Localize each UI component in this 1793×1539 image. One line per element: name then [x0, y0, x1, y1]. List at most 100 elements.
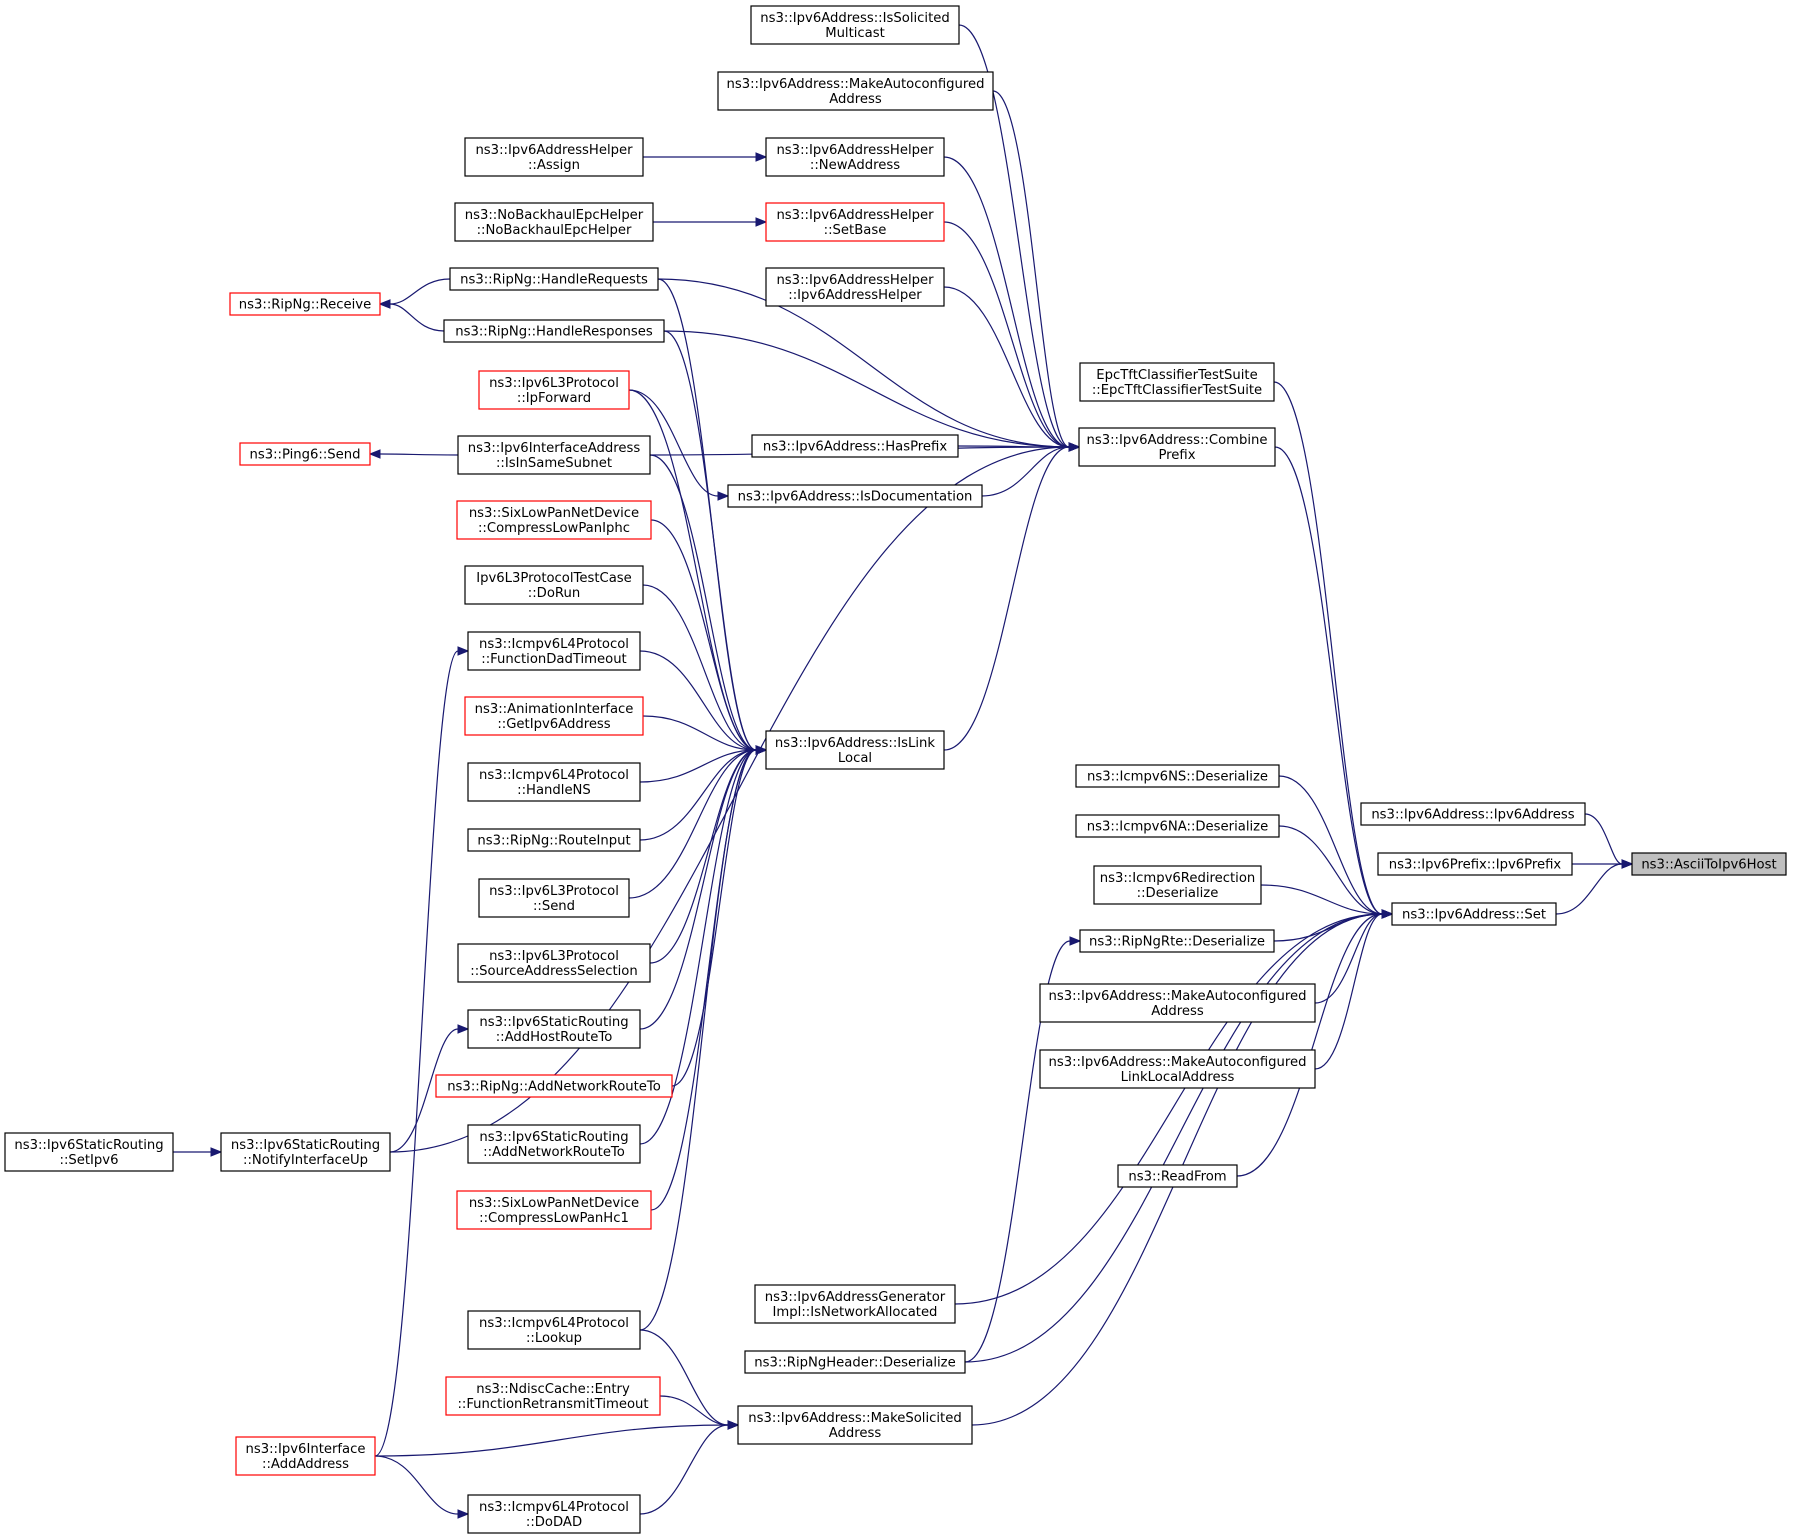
edge-line — [639, 749, 757, 1145]
edge-handleResp-isLinkLocal — [663, 330, 768, 755]
node-label: ns3::Ipv6AddressHelper — [776, 208, 934, 223]
node-setIpv6[interactable]: ns3::Ipv6StaticRouting::SetIpv6 — [4, 1132, 174, 1172]
node-box — [478, 370, 630, 410]
edge-ifaceAddAddr-dadTimeout — [374, 646, 470, 1457]
edge-line — [943, 446, 1070, 751]
node-label: ::FunctionRetransmitTimeout — [457, 1397, 648, 1412]
edge-line — [1314, 913, 1383, 1070]
node-box — [1039, 1049, 1316, 1089]
edge-arrowhead — [1069, 936, 1082, 946]
node-compressHc1[interactable]: ns3::SixLowPanNetDevice::CompressLowPanH… — [456, 1190, 652, 1230]
edge-lookup-isLinkLocal — [639, 745, 768, 1331]
node-lookup[interactable]: ns3::Icmpv6L4Protocol::Lookup — [467, 1310, 641, 1350]
edge-addHostRoute-isLinkLocal — [639, 745, 768, 1030]
node-handleNS[interactable]: ns3::Icmpv6L4Protocol::HandleNS — [467, 762, 641, 802]
node-box — [744, 1350, 966, 1374]
node-box — [1391, 902, 1557, 926]
edge-line — [1274, 446, 1383, 915]
node-ipForward[interactable]: ns3::Ipv6L3Protocol::IpForward — [478, 370, 630, 410]
edge-doDAD-makeSolicited — [639, 1420, 740, 1515]
node-ripHdrDeser[interactable]: ns3::RipNgHeader::Deserialize — [744, 1350, 966, 1374]
node-helperCtor[interactable]: ns3::Ipv6AddressHelper::Ipv6AddressHelpe… — [765, 267, 945, 307]
node-set[interactable]: ns3::Ipv6Address::Set — [1391, 902, 1557, 926]
node-makeAuto1[interactable]: ns3::Ipv6Address::MakeAutoconfiguredAddr… — [717, 71, 994, 111]
node-isSameSubnet[interactable]: ns3::Ipv6InterfaceAddress::IsInSameSubne… — [457, 435, 651, 475]
node-redirDeser[interactable]: ns3::Icmpv6Redirection::Deserialize — [1093, 865, 1262, 905]
node-prefixCtor[interactable]: ns3::Ipv6Prefix::Ipv6Prefix — [1377, 852, 1573, 876]
node-box — [4, 1132, 174, 1172]
edge-line — [1555, 863, 1623, 915]
node-retransmit[interactable]: ns3::NdiscCache::Entry::FunctionRetransm… — [445, 1376, 661, 1416]
node-isDoc[interactable]: ns3::Ipv6Address::IsDocumentation — [727, 484, 983, 508]
edge-ripHdrDeser-set — [964, 909, 1394, 1363]
node-hasPrefix[interactable]: ns3::Ipv6Address::HasPrefix — [751, 434, 959, 458]
edge-line — [650, 749, 757, 1211]
node-srcAddrSel[interactable]: ns3::Ipv6L3Protocol::SourceAddressSelect… — [457, 943, 651, 983]
node-naDeser[interactable]: ns3::Icmpv6NA::Deserialize — [1075, 814, 1280, 838]
node-addNetRoute[interactable]: ns3::Ipv6StaticRouting::AddNetworkRouteT… — [467, 1124, 641, 1164]
node-label: ns3::Ipv6Address::IsDocumentation — [738, 490, 973, 505]
node-addHostRoute[interactable]: ns3::Ipv6StaticRouting::AddHostRouteTo — [467, 1009, 641, 1049]
edge-makeAuto1-combine — [992, 90, 1081, 452]
edge-setIpv6-notifyUp — [173, 1147, 223, 1157]
node-doRun[interactable]: Ipv6L3ProtocolTestCase::DoRun — [464, 565, 644, 605]
edge-line — [639, 1329, 729, 1426]
edge-line — [943, 286, 1070, 448]
node-handleReq[interactable]: ns3::RipNg::HandleRequests — [449, 267, 659, 291]
node-epcTft[interactable]: EpcTftClassifierTestSuite::EpcTftClassif… — [1079, 362, 1275, 402]
edge-line — [1584, 813, 1623, 865]
edge-arrowhead — [457, 1509, 470, 1519]
node-label: ::Assign — [528, 158, 580, 173]
node-notifyUp[interactable]: ns3::Ipv6StaticRouting::NotifyInterfaceU… — [220, 1132, 391, 1172]
edge-line — [964, 913, 1383, 1363]
node-addNetRouteRip[interactable]: ns3::RipNg::AddNetworkRouteTo — [435, 1074, 673, 1098]
node-compressIphc[interactable]: ns3::SixLowPanNetDevice::CompressLowPanI… — [456, 500, 652, 540]
edge-arrowhead — [1068, 442, 1081, 452]
node-box — [1377, 852, 1573, 876]
node-makeAuto2[interactable]: ns3::Ipv6Address::MakeAutoconfiguredAddr… — [1039, 983, 1316, 1023]
node-box — [464, 696, 644, 736]
node-readFrom[interactable]: ns3::ReadFrom — [1117, 1164, 1238, 1188]
node-label: ::Lookup — [526, 1331, 582, 1346]
node-handleResp[interactable]: ns3::RipNg::HandleResponses — [443, 319, 665, 343]
node-box — [1117, 1164, 1238, 1188]
node-l3Send[interactable]: ns3::Ipv6L3Protocol::Send — [478, 878, 630, 918]
node-nsDeser[interactable]: ns3::Icmpv6NS::Deserialize — [1075, 764, 1280, 788]
edge-line — [657, 278, 757, 751]
node-isNetAlloc[interactable]: ns3::Ipv6AddressGeneratorImpl::IsNetwork… — [754, 1284, 956, 1324]
node-setBase[interactable]: ns3::Ipv6AddressHelper::SetBase — [765, 202, 945, 242]
node-doDAD[interactable]: ns3::Icmpv6L4Protocol::DoDAD — [467, 1494, 641, 1534]
node-noBackhaul[interactable]: ns3::NoBackhaulEpcHelper::NoBackhaulEpcH… — [454, 202, 654, 242]
edge-line — [642, 584, 757, 751]
node-box — [751, 434, 959, 458]
edge-line — [964, 940, 1071, 1363]
node-label: ns3::RipNgHeader::Deserialize — [754, 1356, 955, 1371]
node-addrCtor[interactable]: ns3::Ipv6Address::Ipv6Address — [1360, 802, 1586, 826]
node-ping6Send[interactable]: ns3::Ping6::Send — [239, 442, 371, 466]
node-routeInput[interactable]: ns3::RipNg::RouteInput — [467, 828, 641, 852]
node-getIpv6Addr[interactable]: ns3::AnimationInterface::GetIpv6Address — [464, 696, 644, 736]
edge-arrowhead — [457, 646, 470, 656]
node-asciiToHost[interactable]: ns3::AsciiToIpv6Host — [1631, 852, 1787, 876]
node-label: ns3::Ipv6AddressHelper — [475, 143, 633, 158]
node-label: ns3::NdiscCache::Entry — [476, 1382, 630, 1397]
edge-line — [642, 715, 757, 751]
edge-ifaceAddAddr-makeSolicited — [374, 1420, 740, 1457]
edge-ripHdrDeser-ripRteDeser — [964, 936, 1082, 1363]
node-ripReceive[interactable]: ns3::RipNg::Receive — [229, 292, 381, 316]
node-label: ns3::Icmpv6L4Protocol — [479, 768, 629, 783]
node-label: ns3::Ipv6Address::IsLink — [775, 736, 935, 751]
node-ripRteDeser[interactable]: ns3::RipNgRte::Deserialize — [1079, 929, 1275, 953]
node-newAddr[interactable]: ns3::Ipv6AddressHelper::NewAddress — [765, 137, 945, 177]
node-assign[interactable]: ns3::Ipv6AddressHelper::Assign — [464, 137, 644, 177]
node-label: ::AddAddress — [262, 1457, 349, 1472]
node-label: EpcTftClassifierTestSuite — [1096, 368, 1257, 383]
node-ifaceAddAddr[interactable]: ns3::Ipv6Interface::AddAddress — [235, 1436, 376, 1476]
node-makeAutoLL[interactable]: ns3::Ipv6Address::MakeAutoconfiguredLink… — [1039, 1049, 1316, 1089]
node-dadTimeout[interactable]: ns3::Icmpv6L4Protocol::FunctionDadTimeou… — [467, 631, 641, 671]
